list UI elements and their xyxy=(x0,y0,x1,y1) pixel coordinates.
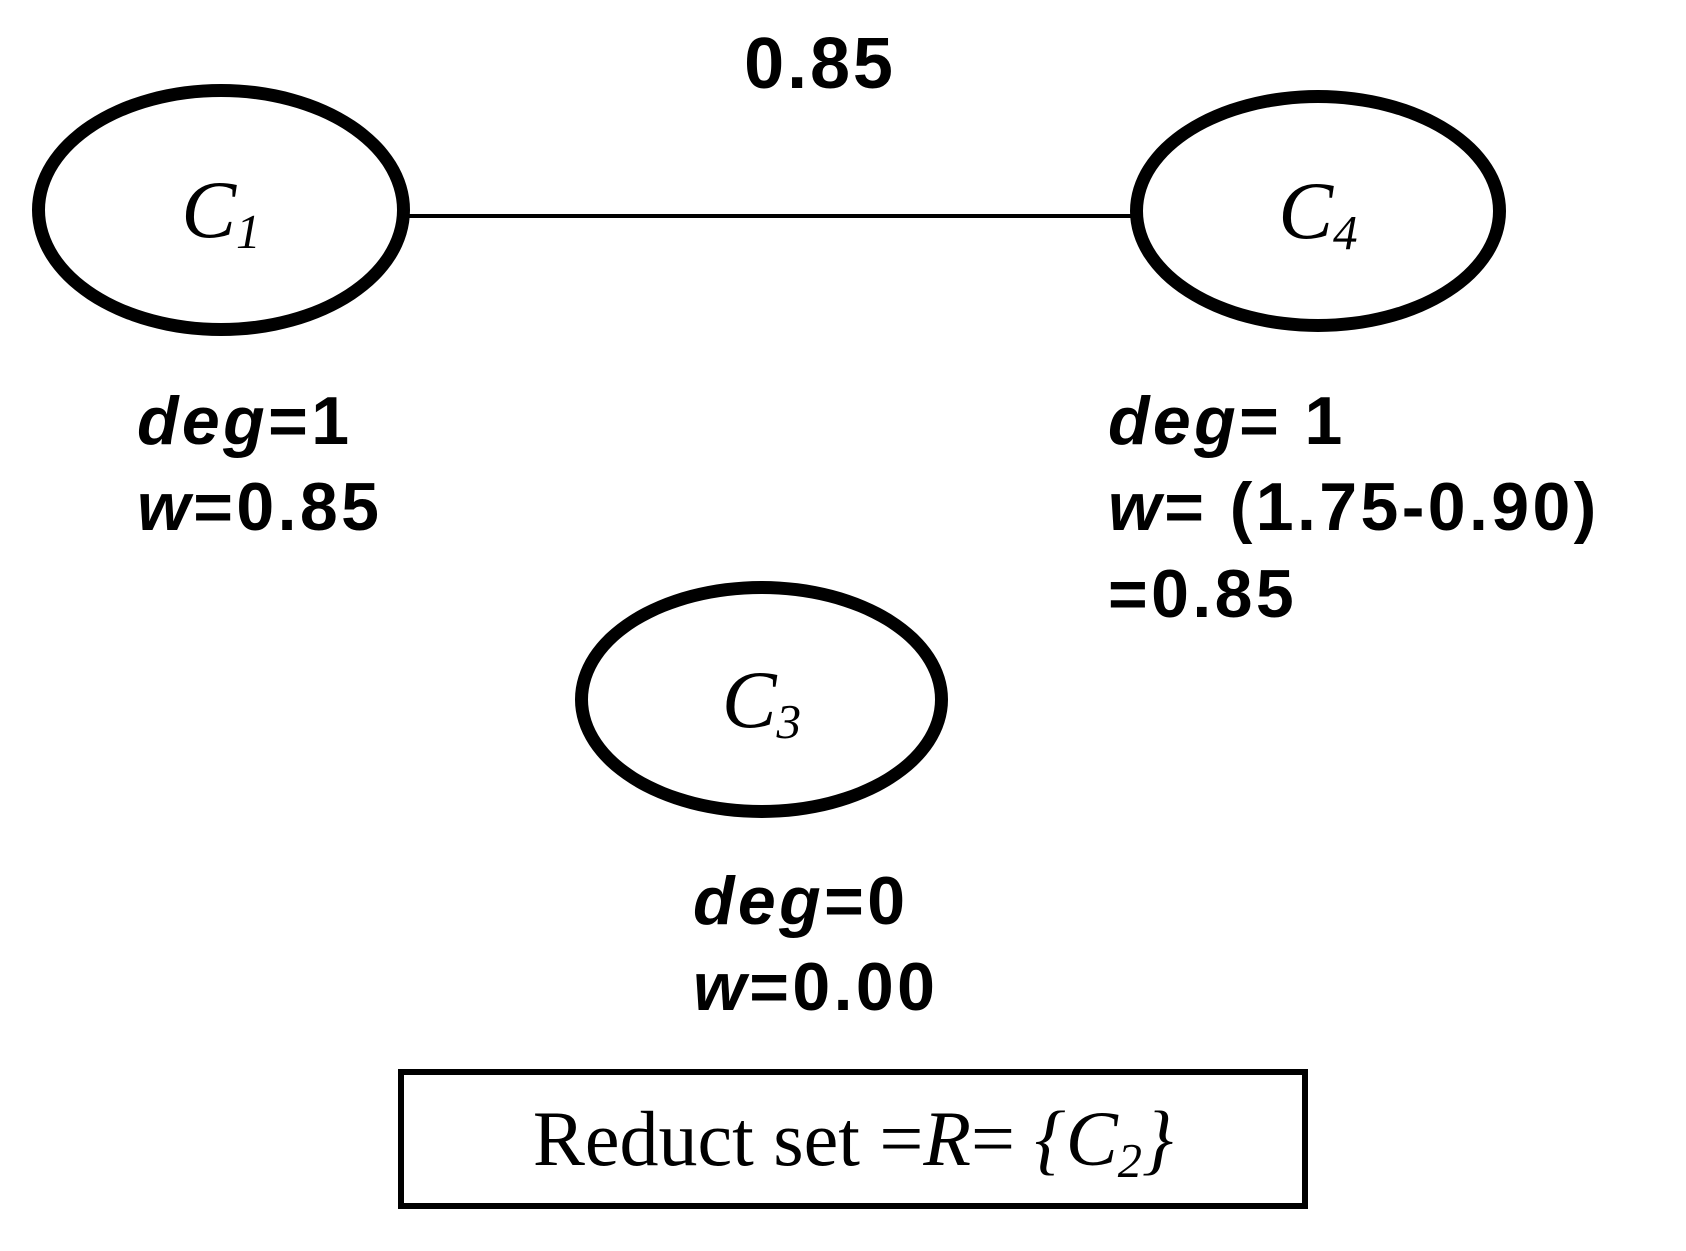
reduct-equals: = xyxy=(971,1095,1035,1182)
edge-weight-label: 0.85 xyxy=(744,24,896,104)
c3-annotation: deg=0 w=0.00 xyxy=(693,858,938,1031)
node-c1-subscript: 1 xyxy=(236,203,261,259)
reduct-c-subscript: 2 xyxy=(1117,1135,1142,1189)
edge-c1-c4 xyxy=(408,214,1132,218)
node-c1-label: C1 xyxy=(181,169,260,256)
node-c1-base: C xyxy=(181,164,237,255)
w-value: =0.00 xyxy=(749,949,939,1026)
deg-value: =0 xyxy=(824,863,909,939)
node-c3: C3 xyxy=(575,581,948,818)
reduct-c-symbol: C xyxy=(1065,1095,1118,1182)
node-c4-base: C xyxy=(1278,165,1334,256)
w-value: =0.85 xyxy=(193,469,383,546)
c1-deg-line: deg=1 xyxy=(137,378,382,464)
reduct-r-symbol: R xyxy=(923,1095,972,1182)
c1-weight-line: w=0.85 xyxy=(137,464,382,550)
open-brace: { xyxy=(1034,1095,1066,1182)
reduct-set-text: Reduct set =R= {C2} xyxy=(533,1100,1173,1186)
c4-annotation: deg= 1 w= (1.75-0.90) =0.85 xyxy=(1108,378,1600,637)
c1-annotation: deg=1 w=0.85 xyxy=(137,378,382,551)
c4-deg-line: deg= 1 xyxy=(1108,378,1600,464)
node-c3-label: C3 xyxy=(722,658,801,745)
c4-weight-result-line: =0.85 xyxy=(1108,551,1600,637)
c4-weight-line: w= (1.75-0.90) xyxy=(1108,464,1600,550)
node-c4-subscript: 4 xyxy=(1333,204,1358,260)
w-variable: w xyxy=(693,949,750,1026)
node-c3-subscript: 3 xyxy=(776,693,802,749)
reduct-prefix: Reduct set = xyxy=(532,1095,924,1182)
deg-variable: deg xyxy=(1108,383,1240,459)
w-variable: w xyxy=(137,469,194,546)
w-result: =0.85 xyxy=(1108,555,1298,632)
deg-value: = 1 xyxy=(1239,383,1346,459)
w-variable: w xyxy=(1108,469,1165,546)
w-expression: = (1.75-0.90) xyxy=(1164,469,1600,546)
deg-variable: deg xyxy=(693,863,825,939)
node-c4-label: C4 xyxy=(1278,170,1357,257)
node-c1: C1 xyxy=(32,84,410,336)
reduct-set-box: Reduct set =R= {C2} xyxy=(398,1069,1308,1209)
c3-weight-line: w=0.00 xyxy=(693,944,938,1030)
close-brace: } xyxy=(1141,1095,1174,1182)
deg-variable: deg xyxy=(137,383,269,459)
deg-value: =1 xyxy=(268,383,353,459)
c3-deg-line: deg=0 xyxy=(693,858,938,944)
node-c4: C4 xyxy=(1130,90,1506,332)
node-c3-base: C xyxy=(721,653,777,745)
